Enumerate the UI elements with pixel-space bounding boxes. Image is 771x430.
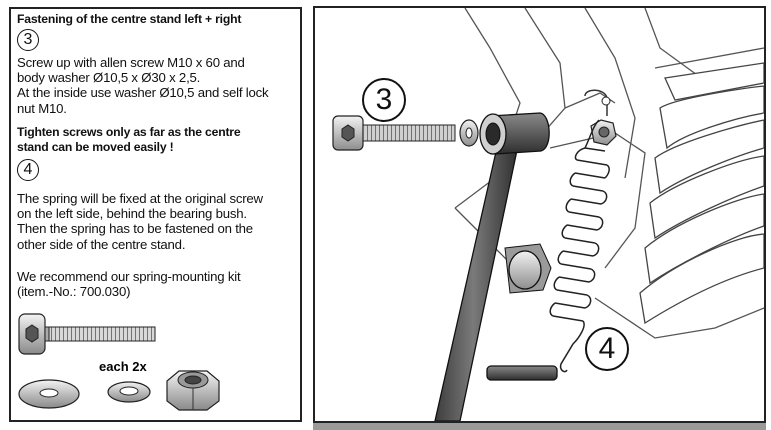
parts-illustration: each 2x: [18, 313, 220, 411]
step-3-note: Tighten screws only as far as the centre…: [17, 125, 241, 155]
centre-stand-assembly-illustration: [332, 8, 764, 421]
instruction-panel: Fastening of the centre stand left + rig…: [9, 7, 302, 422]
frame-outline: [454, 8, 764, 339]
parts-caption: each 2x: [99, 359, 147, 374]
allen-screw-icon: [332, 115, 456, 151]
lock-nut-icon: [584, 89, 617, 146]
instruction-heading: Fastening of the centre stand left + rig…: [17, 12, 242, 26]
bottom-bar: [313, 423, 766, 430]
lock-nut-icon: [166, 370, 220, 411]
step-3-number: 3: [17, 29, 39, 51]
washer-icon: [459, 119, 479, 147]
callout-4-number: 4: [585, 327, 629, 371]
body-washer-icon: [18, 379, 80, 409]
assembly-illustration-panel: 3 4: [313, 6, 766, 423]
centre-stand-leg: [434, 112, 558, 421]
washer-icon: [107, 381, 151, 403]
step-4-number: 4: [17, 159, 39, 181]
allen-screw-icon: [18, 313, 156, 355]
recommendation-text: We recommend our spring-mounting kit (it…: [17, 269, 241, 300]
engine-fins: [639, 62, 764, 325]
spring-icon: [549, 119, 610, 373]
callout-3-number: 3: [362, 78, 406, 122]
step-4-text: The spring will be fixed at the original…: [17, 191, 263, 252]
step-3-text: Screw up with allen screw M10 x 60 and b…: [17, 55, 269, 116]
